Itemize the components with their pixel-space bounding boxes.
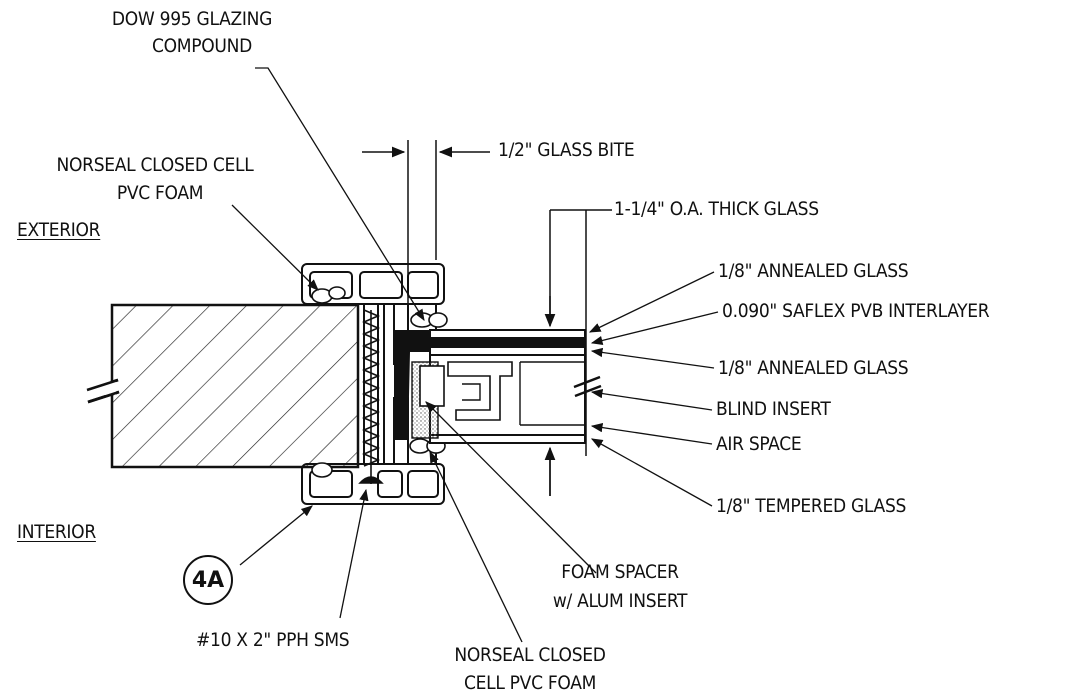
label-exterior: EXTERIOR [17, 219, 101, 241]
label-glass-bite: 1/2" GLASS BITE [498, 139, 635, 161]
label-oa-thick-glass: 1-1/4" O.A. THICK GLASS [614, 198, 819, 220]
insulated-glass-unit [409, 329, 602, 444]
label-norseal-bottom-2: CELL PVC FOAM [463, 672, 597, 694]
leader-lines [231, 67, 719, 643]
label-saflex-interlayer: 0.090" SAFLEX PVB INTERLAYER [722, 300, 990, 322]
label-foam-spacer-1: FOAM SPACER [561, 561, 679, 583]
foam-seals [311, 286, 448, 478]
label-annealed-glass-bottom: 1/8" ANNEALED GLASS [718, 357, 909, 379]
screw [358, 309, 384, 484]
label-tempered-glass: 1/8" TEMPERED GLASS [716, 495, 907, 517]
label-norseal-top-2: PVC FOAM [116, 182, 204, 204]
label-norseal-bottom-1: NORSEAL CLOSED [454, 644, 606, 666]
dimension-lines [362, 140, 612, 496]
label-norseal-top-1: NORSEAL CLOSED CELL [56, 154, 254, 176]
glazing-compound [394, 330, 430, 440]
label-glazing-compound-1: DOW 995 GLAZING [111, 8, 273, 30]
detail-tag-4a: 4A [183, 555, 233, 605]
label-foam-spacer-2: w/ ALUM INSERT [552, 590, 688, 612]
label-screw: #10 X 2" PPH SMS [196, 629, 350, 651]
label-interior: INTERIOR [17, 521, 96, 543]
label-blind-insert: BLIND INSERT [716, 398, 831, 420]
label-air-space: AIR SPACE [716, 433, 802, 455]
label-glazing-compound-2: COMPOUND [152, 35, 252, 57]
wall-block [86, 303, 360, 469]
label-annealed-glass-top: 1/8" ANNEALED GLASS [718, 260, 909, 282]
